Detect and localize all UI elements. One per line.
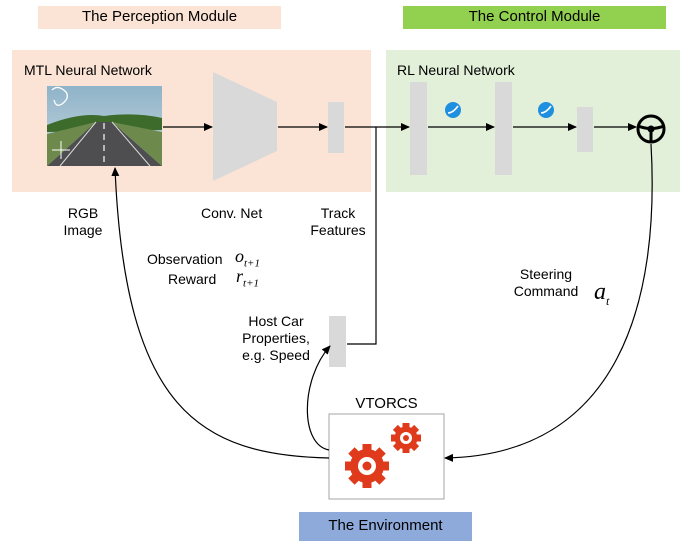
- conv-net-shape: [213, 72, 277, 181]
- track-label-line: Track: [320, 205, 356, 221]
- track-features-label: Track Features: [302, 205, 374, 239]
- activation-icon: [445, 102, 461, 118]
- steering-wheel-icon: [636, 114, 666, 144]
- host-label-line: e.g. Speed: [242, 347, 310, 363]
- steering-label-line: Steering: [519, 266, 573, 282]
- environment-header-box: [299, 512, 472, 541]
- observation-symbol: ot+1: [235, 246, 260, 274]
- arrow-env-to-image: [111, 167, 330, 459]
- arrow-env-to-host: [306, 345, 331, 451]
- vtorcs-title: VTORCS: [355, 395, 418, 412]
- gear-icon: [345, 423, 421, 488]
- action-symbol: at: [594, 279, 609, 314]
- reward-symbol: rt+1: [236, 266, 259, 294]
- host-label-line: Properties,: [242, 330, 310, 346]
- track-label-line: Features: [310, 222, 366, 238]
- observation-subscript: t+1: [244, 257, 260, 270]
- rl-layer-2: [495, 82, 512, 175]
- steering-label-line: Command: [513, 283, 579, 299]
- action-symbol-letter: a: [594, 279, 606, 305]
- observation-label: Observation: [147, 251, 223, 267]
- rgb-image: [47, 86, 162, 167]
- mtl-network-title: MTL Neural Network: [24, 62, 152, 78]
- rgb-label-line: RGB: [67, 205, 99, 221]
- rl-network-title: RL Neural Network: [397, 62, 515, 78]
- observation-symbol-letter: o: [235, 246, 244, 266]
- host-car-label: Host Car Properties, e.g. Speed: [228, 313, 324, 364]
- control-module-header: The Control Module: [468, 8, 601, 25]
- perception-header-box: [38, 6, 281, 29]
- control-header-box: [403, 6, 666, 29]
- track-features-node: [328, 102, 344, 153]
- reward-label: Reward: [168, 271, 217, 287]
- rgb-label: RGB Image: [58, 205, 108, 239]
- rl-layer-3: [577, 107, 593, 152]
- environment-header: The Environment: [328, 517, 443, 534]
- environment-box: [328, 413, 445, 500]
- reward-symbol-letter: r: [236, 266, 244, 286]
- activation-icon: [538, 102, 554, 118]
- host-label-line: Host Car: [248, 313, 304, 329]
- steering-command-label: Steering Command: [508, 266, 584, 300]
- reward-subscript: t+1: [243, 277, 259, 290]
- rl-layer-1: [410, 82, 427, 175]
- control-panel: [386, 50, 680, 192]
- arrow-host-to-rl: [347, 127, 377, 345]
- conv-net-label: Conv. Net: [201, 205, 263, 221]
- host-car-node: [329, 316, 346, 367]
- action-subscript: t: [606, 293, 610, 308]
- rgb-label-line: Image: [63, 222, 103, 238]
- perception-module-header: The Perception Module: [81, 8, 238, 25]
- arrow-wheel-to-env: [444, 143, 653, 462]
